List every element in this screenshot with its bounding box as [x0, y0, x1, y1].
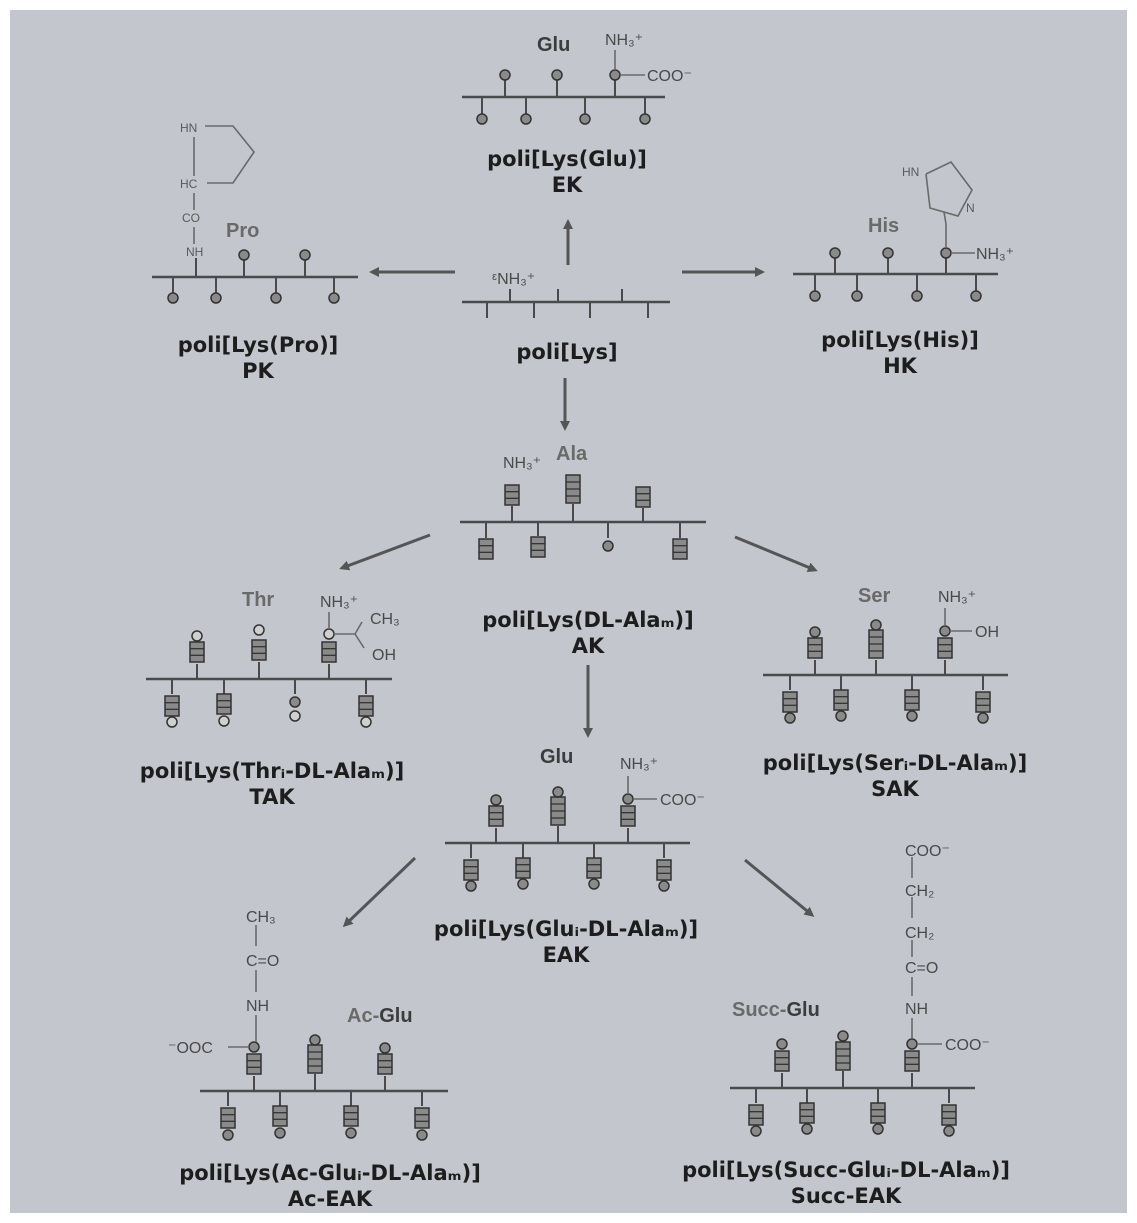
residue-label: Ac-Glu	[347, 1005, 413, 1027]
arrow-to-tak	[339, 533, 431, 571]
sak-abbr: SAK	[871, 777, 919, 801]
epsilon-amino-group: ᵋNH₃⁺	[492, 271, 535, 288]
poly-lys-structure: ᵋNH₃⁺ poli[Lys]	[462, 271, 670, 364]
residue-label: Glu	[540, 746, 573, 768]
ak-structure: NH₃⁺ Ala poli[Lys(DL-Alaₘ)] AK	[460, 443, 706, 658]
residue-label: Ser	[858, 585, 890, 607]
ring-ch: HC	[180, 177, 198, 191]
methylene-group-1: CH₂	[905, 883, 934, 900]
eak-structure: Glu NH₃⁺ COO⁻ poli[Lys(Gluᵢ-DL-Alaₘ)] EA…	[434, 746, 705, 967]
succeak-structure: COO⁻ CH₂ CH₂ C=O NH COO⁻ Succ-Glu poli[L…	[682, 843, 1010, 1208]
ring-nh: HN	[180, 121, 197, 135]
methyl-group: CH₃	[246, 909, 276, 926]
carboxylate-group: ⁻OOC	[168, 1040, 213, 1057]
carboxylate-group: COO⁻	[660, 792, 705, 809]
carbonyl-group: C=O	[905, 960, 938, 977]
sak-name: poli[Lys(Serᵢ-DL-Alaₘ)]	[763, 751, 1028, 775]
pk-abbr: PK	[242, 359, 274, 383]
tak-structure: Thr NH₃⁺ CH₃ OH poli[Lys(Thrᵢ-DL-Alaₘ)] …	[140, 589, 404, 809]
aceak-name: poli[Lys(Ac-Gluᵢ-DL-Alaₘ)]	[179, 1161, 481, 1185]
hk-abbr: HK	[883, 354, 918, 378]
tak-name: poli[Lys(Thrᵢ-DL-Alaₘ)]	[140, 759, 404, 783]
carboxylate-group-2: COO⁻	[945, 1037, 990, 1054]
succeak-name: poli[Lys(Succ-Gluᵢ-DL-Alaₘ)]	[682, 1158, 1010, 1182]
ak-name: poli[Lys(DL-Alaₘ)]	[482, 608, 693, 632]
residue-label: Pro	[226, 220, 259, 242]
reaction-arrows	[339, 219, 818, 928]
amino-group: NH₃⁺	[620, 756, 658, 773]
amino-group: NH₃⁺	[503, 455, 541, 472]
arrow-to-succeak	[744, 858, 815, 917]
hydroxyl-group: OH	[975, 624, 999, 641]
carboxylate-group: COO⁻	[905, 843, 950, 860]
hk-name: poli[Lys(His)]	[821, 328, 979, 352]
tak-abbr: TAK	[249, 785, 295, 809]
methyl-group: CH₃	[370, 611, 400, 628]
ak-abbr: AK	[572, 634, 605, 658]
amino-group: NH₃⁺	[976, 246, 1014, 263]
amino-group: NH₃⁺	[938, 589, 976, 606]
carbonyl-group: C=O	[246, 953, 279, 970]
amino-group: NH₃⁺	[320, 594, 358, 611]
ek-abbr: EK	[552, 173, 583, 197]
residue-label: Glu	[537, 34, 570, 56]
ek-name: poli[Lys(Glu)]	[487, 147, 647, 171]
amino-group: NH₃⁺	[605, 32, 643, 49]
ek-structure: Glu NH₃⁺ COO⁻ poli[Lys(Glu)] EK	[462, 32, 692, 197]
aceak-abbr: Ac-EAK	[288, 1187, 373, 1211]
hk-structure: HN N NH₃⁺ His poli[Lys(His)] HK	[793, 160, 1014, 378]
arrow-to-aceak	[342, 856, 417, 928]
sak-structure: Ser NH₃⁺ OH poli[Lys(Serᵢ-DL-Alaₘ)] SAK	[763, 585, 1028, 801]
amide-nh: NH	[246, 998, 269, 1015]
ring-nh: HN	[902, 165, 919, 179]
amide-nh: NH	[186, 245, 203, 259]
succeak-abbr: Succ-EAK	[791, 1184, 902, 1208]
poly-lys-name: poli[Lys]	[516, 340, 617, 364]
ring-n: N	[966, 201, 975, 215]
eak-abbr: EAK	[543, 943, 591, 967]
residue-label: His	[868, 215, 899, 237]
hydroxyl-group: OH	[372, 647, 396, 664]
methylene-group-2: CH₂	[905, 925, 934, 942]
arrow-to-sak	[734, 535, 818, 572]
carboxylate-group: COO⁻	[647, 68, 692, 85]
pk-structure: HN HC CO NH Pro poli[Lys(Pro)] PK	[152, 121, 358, 383]
amide-nh: NH	[905, 1001, 928, 1018]
eak-name: poli[Lys(Gluᵢ-DL-Alaₘ)]	[434, 917, 698, 941]
residue-label: Thr	[242, 589, 274, 611]
residue-label: Ala	[556, 443, 588, 465]
pk-name: poli[Lys(Pro)]	[178, 333, 339, 357]
carbonyl: CO	[182, 211, 200, 225]
aceak-structure: CH₃ C=O NH ⁻OOC Ac-Glu poli[Lys(Ac-Gluᵢ-…	[168, 909, 481, 1211]
residue-label: Succ-Glu	[732, 999, 820, 1021]
